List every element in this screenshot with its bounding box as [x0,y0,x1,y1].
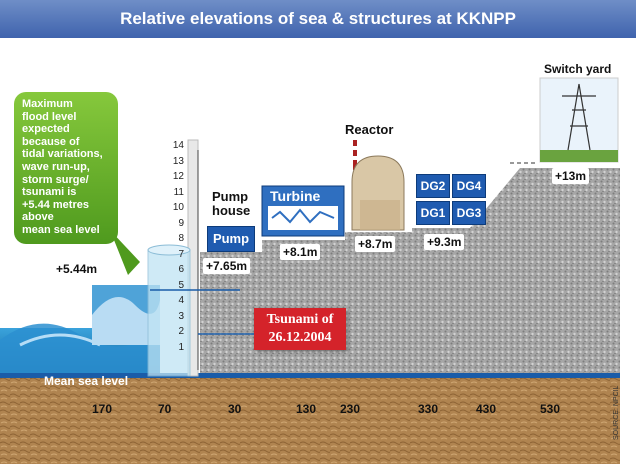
callout-line: expected [22,123,70,136]
scale-tick: 14 [172,140,184,151]
diagram-title: Relative elevations of sea & structures … [120,9,516,28]
scale-tick: 11 [173,186,184,198]
turbine-label: Turbine [270,188,321,204]
scale-tick: 12 [172,171,184,182]
distance-marker: 70 [158,402,172,416]
callout-line: storm surge/ [22,173,89,186]
callout-line: flood level [22,110,77,123]
scale-tick: 7 [178,248,184,260]
dg1-box: DG1 [416,201,450,225]
callout-line: tidal variations, [22,148,103,161]
pump-box: Pump [207,226,255,252]
title-bar: Relative elevations of sea & structures … [0,0,636,38]
distance-marker: 530 [540,402,561,416]
distance-marker: 170 [92,402,113,416]
distance-marker: 30 [228,402,242,416]
flood-level-tank [147,249,191,377]
scale-tick: 10 [172,202,184,213]
scale-tick: 3 [178,310,184,322]
turbine-elevation: +8.1m [280,244,321,260]
scale-tick: 9 [178,217,184,229]
distance-marker: 230 [340,402,361,416]
dg4-box: DG4 [452,174,486,198]
dg3-box: DG3 [452,201,486,225]
distance-marker: 330 [418,402,439,416]
source-note: SOURCE: NPCIL [613,385,620,440]
tsunami-box: Tsunami of 26.12.2004 [254,308,346,350]
dg2-box: DG2 [416,174,450,198]
mean-sea-level-line [0,373,620,378]
callout-line: Maximum [22,98,73,110]
sand-layer [0,378,620,464]
distance-marker: 130 [296,402,317,416]
callout-line: tsunami is [22,186,77,199]
scale-tick: 1 [178,341,184,353]
scale-tick: 6 [178,264,184,275]
switch-yard-photo [539,77,619,163]
flood-level-label: +5.44m [56,262,98,276]
tsunami-line2: 26.12.2004 [268,330,332,345]
callout-line: because of [22,135,80,148]
distance-marker: 430 [476,402,497,416]
scale-tick: 5 [178,279,184,291]
switch-yard-label: Switch yard [544,62,612,76]
switch-yard-elevation: +13m [552,168,590,184]
scale-tick: 13 [172,155,184,167]
tsunami-line1: Tsunami of [266,312,334,327]
pump-elevation: +7.65m [203,258,251,274]
callout-line: above [22,211,54,224]
pump-house-label: Pump house [212,189,251,218]
dg-elevation: +9.3m [424,234,465,250]
reactor-label: Reactor [345,122,394,137]
mean-sea-level-label: Mean sea level [44,374,129,388]
callout-line: +5.44 metres [22,198,89,211]
scale-tick: 2 [178,326,184,337]
scale-tick: 4 [178,295,184,306]
callout-line: wave run-up, [22,160,90,173]
reactor-elevation: +8.7m [355,236,396,252]
callout-line: mean sea level [22,223,100,236]
scale-tick: 8 [178,233,184,244]
